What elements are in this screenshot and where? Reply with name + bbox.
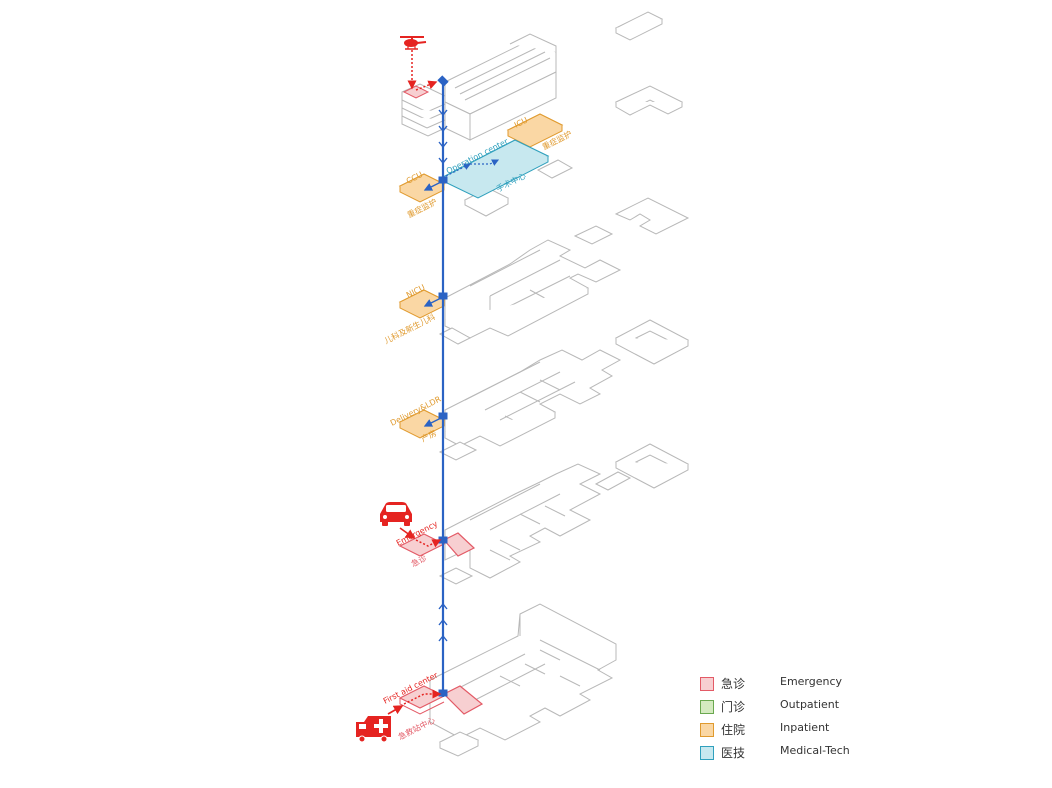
car-approach-line <box>399 527 416 539</box>
first-aid-zone-b <box>442 685 484 715</box>
legend-label-cn: 住院 <box>721 723 746 737</box>
legend-row-emergency: 急诊 Emergency <box>700 674 900 697</box>
ambulance-approach-line <box>387 705 404 715</box>
legend-label-en: Outpatient <box>780 698 840 711</box>
legend: 急诊 Emergency 门诊 Outpatient 住院 Inpatient … <box>700 674 900 766</box>
emergency-floor-mass <box>444 463 602 579</box>
legend-swatch-emergency <box>700 677 714 691</box>
ground-floor-mass <box>429 603 617 741</box>
legend-label-cn: 急诊 <box>721 677 746 691</box>
legend-label-cn: 门诊 <box>721 700 746 714</box>
legend-row-inpatient: 住院 Inpatient <box>700 720 900 743</box>
legend-swatch-inpatient <box>700 723 714 737</box>
legend-label-en: Medical-Tech <box>780 744 850 757</box>
block-r3 <box>614 197 690 235</box>
ambulance-icon <box>356 716 391 743</box>
legend-row-outpatient: 门诊 Outpatient <box>700 697 900 720</box>
building-outlines <box>401 11 690 757</box>
up-chevrons <box>438 602 448 642</box>
legend-label-en: Emergency <box>780 675 843 688</box>
first-aid-label-cn: 急救站中心 <box>396 715 436 742</box>
emergency-zone-b <box>443 532 476 557</box>
legend-label-en: Inpatient <box>780 721 830 734</box>
vertical-circulation <box>423 75 500 697</box>
legend-row-medtech: 医技 Medical-Tech <box>700 743 900 766</box>
emergency-flows <box>387 50 442 715</box>
legend-swatch-outpatient <box>700 700 714 714</box>
nicu-label-cn: 儿科及新生儿科 <box>382 311 436 345</box>
legend-swatch-medtech <box>700 746 714 760</box>
car-icon <box>380 502 412 526</box>
legend-label-cn: 医技 <box>721 746 746 760</box>
helicopter-icon <box>400 36 427 50</box>
down-chevrons <box>438 109 448 165</box>
